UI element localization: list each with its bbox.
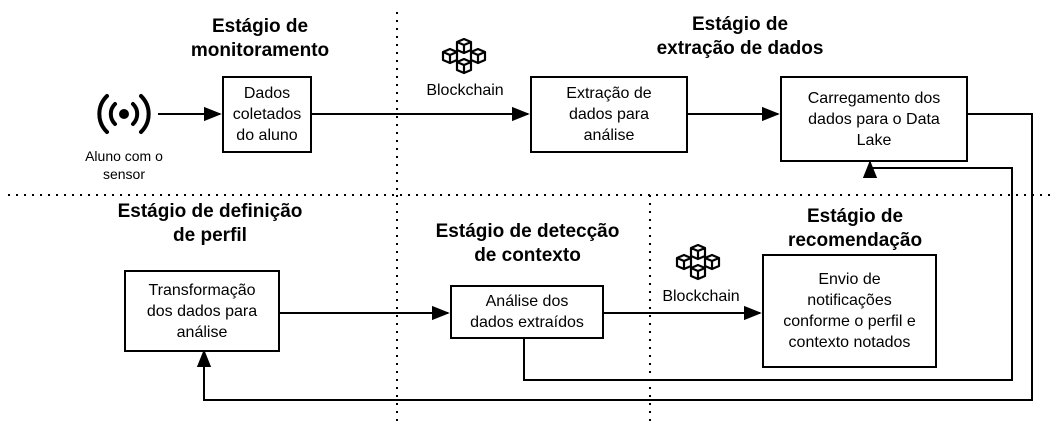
arrow-analysis-to-datalake	[523, 160, 1013, 381]
blockchain-cubes-icon	[441, 38, 487, 75]
box-datalake-load: Carregamento dos dados para o Data Lake	[780, 76, 968, 162]
box-data-analysis: Análise dos dados extraídos	[450, 285, 604, 339]
box-data-extraction: Extração de dados para análise	[530, 76, 688, 153]
stage-title-monitoring: Estágio de monitoramento	[190, 16, 330, 61]
arrow-datalake-to-transform	[196, 113, 1033, 401]
box-data-transform: Transformação dos dados para análise	[124, 270, 280, 352]
stage-title-profile: Estágio de definição de perfil	[117, 201, 303, 246]
sensor-label: Aluno com o sensor	[85, 148, 163, 182]
box-send-notifications: Envio de notificações conforme o perfil …	[762, 254, 937, 368]
stage-title-extraction: Estágio de extração de dados	[656, 14, 824, 59]
blockchain-label-top: Blockchain	[426, 82, 504, 99]
stage-title-recommendation: Estágio de recomendação	[787, 206, 923, 251]
stage-title-context: Estágio de detecção de contexto	[435, 221, 620, 266]
box-collected-data: Dados coletados do aluno	[222, 76, 312, 153]
blockchain-label-bottom: Blockchain	[662, 288, 740, 305]
blockchain-cubes-icon	[675, 244, 721, 281]
broadcast-icon	[97, 94, 151, 134]
